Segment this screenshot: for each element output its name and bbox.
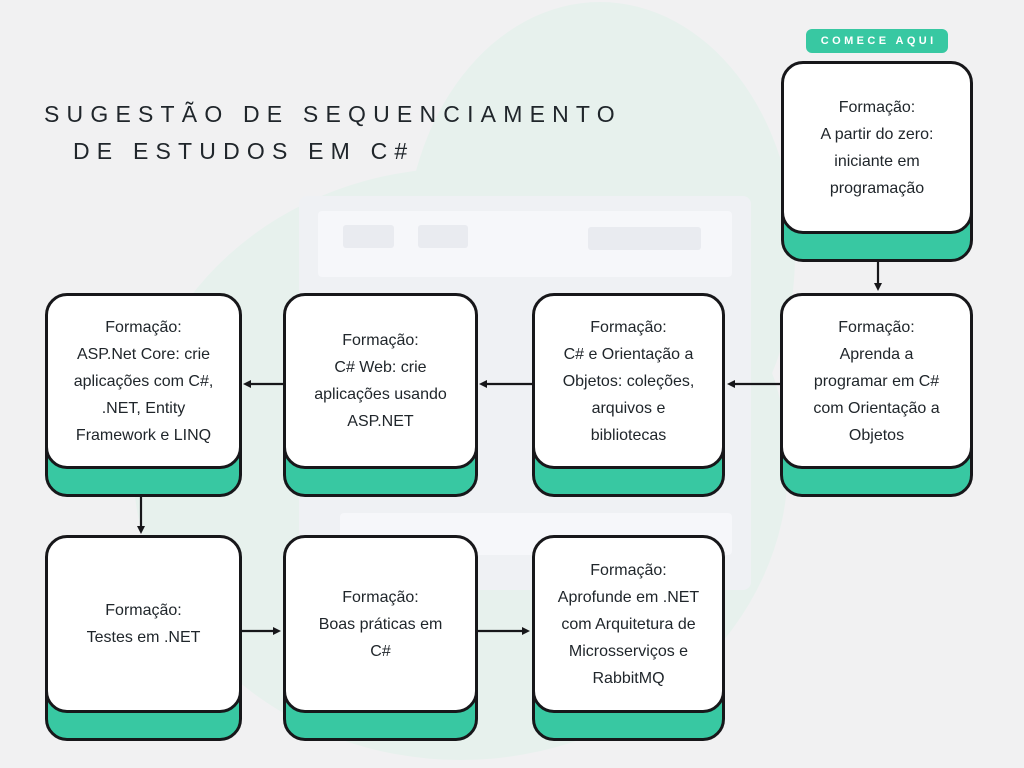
card-body: Formação: Boas práticas em C# [283,535,478,713]
window-watermark-block [418,225,468,248]
card-boas-praticas: Formação: Boas práticas em C# [283,535,478,741]
card-aspnet-core: Formação: ASP.Net Core: crie aplicações … [45,293,242,497]
card-text: Formação: ASP.Net Core: crie aplicações … [73,318,214,444]
card-text: Formação: Aprofunde em .NET com Arquitet… [557,561,700,687]
card-body: Formação: Aprofunde em .NET com Arquitet… [532,535,725,713]
card-body: Formação: Aprenda a programar em C# com … [780,293,973,469]
card-text: Formação: Aprenda a programar em C# com … [813,318,940,444]
card-aprenda-a-programar: Formação: Aprenda a programar em C# com … [780,293,973,497]
card-text: Formação: Testes em .NET [86,602,201,646]
card-microsservicos: Formação: Aprofunde em .NET com Arquitet… [532,535,725,741]
start-here-badge: COMECE AQUI [806,29,948,53]
card-body: Formação: A partir do zero: iniciante em… [781,61,973,234]
card-testes-net: Formação: Testes em .NET [45,535,242,741]
card-text: Formação: A partir do zero: iniciante em… [820,98,934,197]
card-body: Formação: C# Web: crie aplicações usando… [283,293,478,469]
card-oo-colecoes: Formação: C# e Orientação a Objetos: col… [532,293,725,497]
card-body: Formação: Testes em .NET [45,535,242,713]
card-body: Formação: ASP.Net Core: crie aplicações … [45,293,242,469]
page-title-line1: SUGESTÃO DE SEQUENCIAMENTO [44,101,622,127]
window-watermark-block [588,227,701,250]
card-body: Formação: C# e Orientação a Objetos: col… [532,293,725,469]
card-text: Formação: C# Web: crie aplicações usando… [314,332,447,430]
card-csharp-web: Formação: C# Web: crie aplicações usando… [283,293,478,497]
page-title-line2: DE ESTUDOS EM C# [73,138,415,164]
window-watermark-block [343,225,394,248]
card-a-partir-do-zero: Formação: A partir do zero: iniciante em… [781,61,973,262]
page-title: SUGESTÃO DE SEQUENCIAMENTO DE ESTUDOS EM… [44,96,622,170]
card-text: Formação: Boas práticas em C# [318,588,443,660]
card-text: Formação: C# e Orientação a Objetos: col… [562,318,695,444]
